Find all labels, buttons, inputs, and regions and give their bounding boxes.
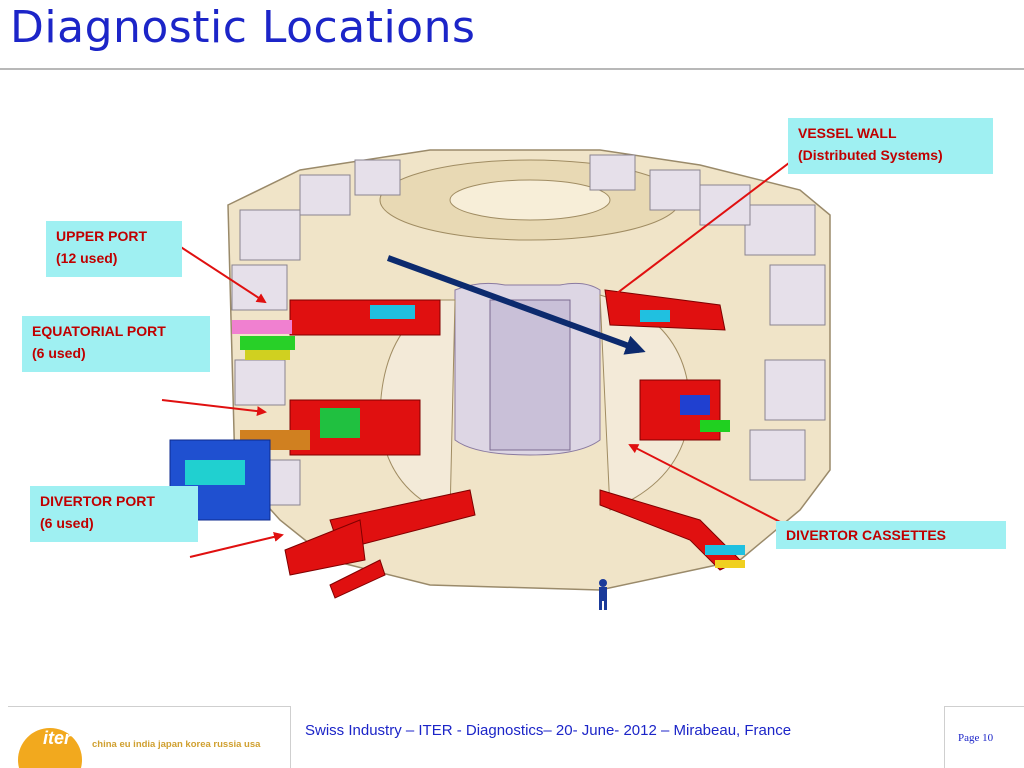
footer-divider-left (290, 706, 291, 768)
divertor-port-plug-right (599, 489, 745, 571)
callout-equatorial-port: EQUATORIAL PORT (6 used) (22, 316, 210, 372)
tokamak-cutaway-illustration (161, 137, 831, 610)
callout-divertor-port-line2: (6 used) (40, 515, 94, 531)
slide-title: Diagnostic Locations (10, 2, 476, 53)
iter-logo-icon (18, 728, 82, 768)
callout-divertor-port: DIVERTOR PORT (6 used) (30, 486, 198, 542)
right-port-modules (589, 154, 826, 481)
human-scale-figure (599, 579, 607, 610)
page-number: Page 10 (958, 732, 994, 744)
callout-vessel-wall-line2: (Distributed Systems) (798, 147, 943, 163)
equatorial-port-plug-right (639, 379, 730, 441)
pointer-vessel-wall (606, 137, 823, 302)
footer-rule-right (945, 706, 1024, 707)
divertor-port-plug-left (284, 489, 476, 599)
upper-port-plug-left (232, 299, 441, 360)
callout-upper-port-line2: (12 used) (56, 250, 118, 266)
navy-pointer-arrow (386, 255, 646, 355)
pointer-equatorial-port (161, 399, 267, 417)
footer-divider-right (944, 706, 945, 768)
callout-vessel-wall: VESSEL WALL (Distributed Systems) (788, 118, 993, 174)
callout-divertor-port-line1: DIVERTOR PORT (40, 493, 155, 509)
tokamak-top-inner (449, 179, 611, 221)
callout-upper-port: UPPER PORT (12 used) (46, 221, 182, 277)
upper-port-plug-right (604, 289, 726, 331)
footer-event-text: Swiss Industry – ITER - Diagnostics– 20-… (305, 722, 792, 739)
pointer-divertor-cassettes (628, 444, 791, 528)
title-divider (0, 68, 1024, 70)
central-column (489, 299, 571, 451)
iter-logo-word: iter (43, 728, 72, 748)
left-port-modules (231, 159, 401, 506)
callout-pointer-arrows (161, 137, 823, 558)
callout-equatorial-port-line1: EQUATORIAL PORT (32, 323, 166, 339)
callout-divertor-cassettes: DIVERTOR CASSETTES (776, 521, 1006, 549)
pointer-divertor-port (189, 531, 284, 558)
pointer-upper-port (169, 239, 267, 304)
footer-rule-left (8, 706, 290, 707)
callout-upper-port-line1: UPPER PORT (56, 228, 148, 244)
callout-divertor-cassettes-line1: DIVERTOR CASSETTES (786, 527, 946, 543)
callout-equatorial-port-line2: (6 used) (32, 345, 86, 361)
iter-member-countries: china eu india japan korea russia usa (92, 739, 261, 750)
callout-vessel-wall-line1: VESSEL WALL (798, 125, 897, 141)
